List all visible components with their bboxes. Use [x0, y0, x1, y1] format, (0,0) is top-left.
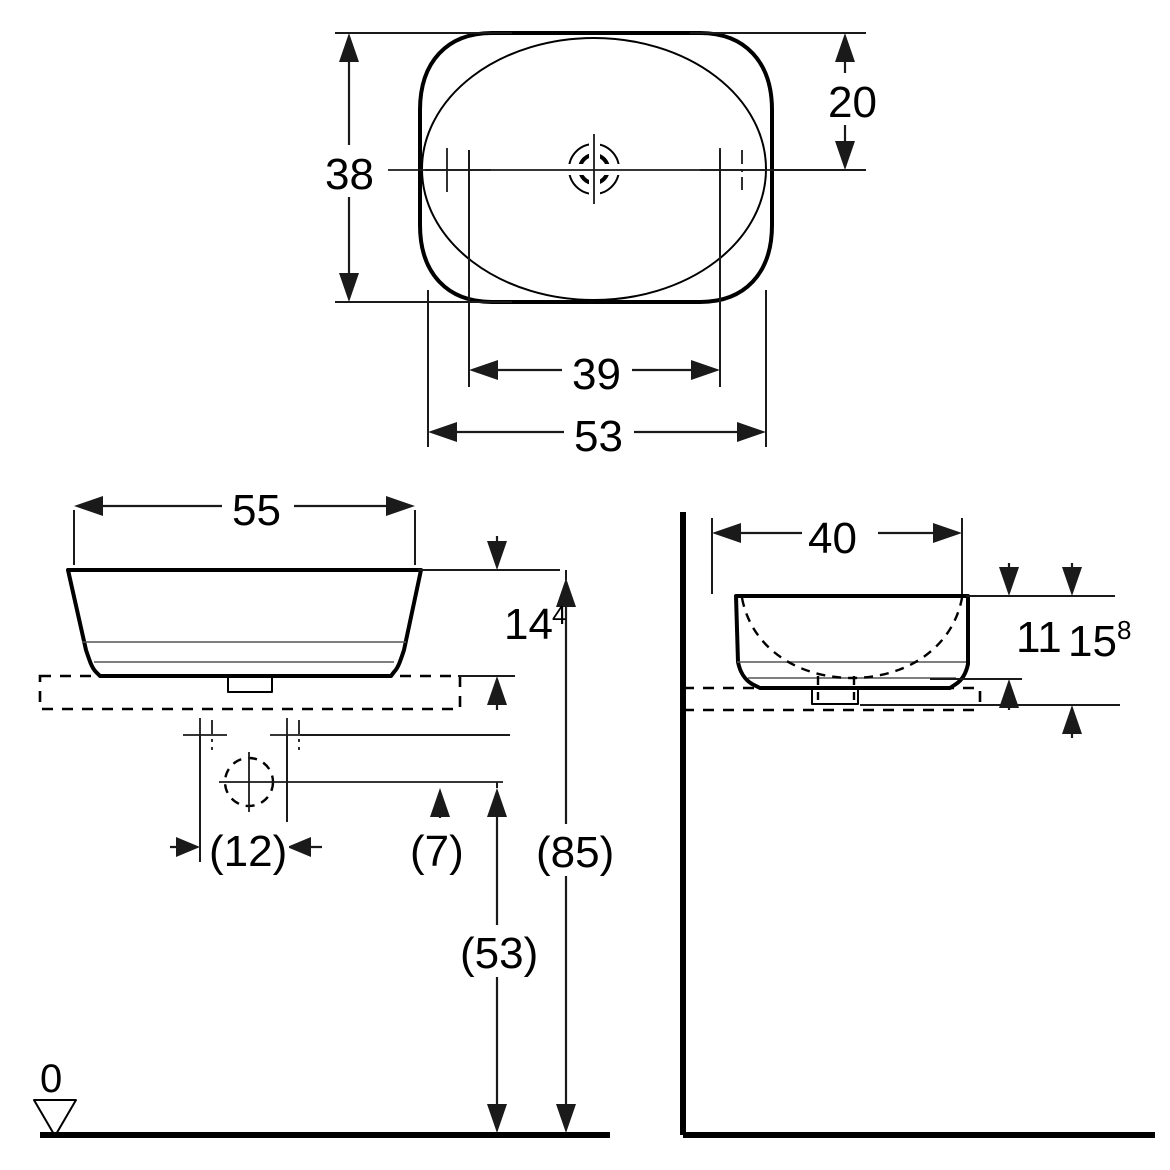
front-tap-hole-crosshair-left	[183, 718, 227, 752]
dim-label-14: 14	[504, 600, 553, 649]
drain-neck-hidden	[816, 676, 856, 700]
dim-label-15-superscript: 8	[1117, 615, 1131, 645]
side-cutout-dashed-upper	[683, 686, 982, 710]
dim-14	[487, 536, 507, 710]
basin-side-drain-boss	[811, 687, 859, 705]
dim-label-7: (7)	[410, 827, 464, 876]
datum-zero-label: 0	[40, 1057, 62, 1101]
top-view-group	[335, 31, 866, 447]
bowl-interior-hidden	[740, 597, 964, 680]
datum-zero-marker	[33, 1099, 77, 1137]
basin-front-outline	[66, 568, 423, 678]
dim-label-53: 53	[574, 412, 623, 461]
dim-label-11: 11	[1016, 613, 1062, 662]
dim-12	[170, 837, 322, 857]
dim-11	[999, 563, 1019, 710]
drain-symbol	[565, 134, 623, 204]
dim-label-55: 55	[232, 486, 281, 535]
dim-label-53-front: (53)	[460, 929, 538, 978]
dim-7	[430, 788, 450, 818]
dim-label-20: 20	[828, 78, 877, 127]
dimension-labels: 38 20 39 53 55 14 4 (12) (7) (53) (85) 4…	[40, 73, 1131, 1101]
dim-label-40: 40	[808, 514, 857, 563]
dim-label-15: 15	[1068, 617, 1117, 666]
basin-front-drain-boss	[227, 675, 273, 693]
dim-label-38: 38	[325, 150, 374, 199]
basin-side-outline	[734, 594, 970, 690]
dim-15	[1062, 563, 1082, 738]
dim-label-12: (12)	[209, 827, 287, 876]
basin-inner-rim	[421, 37, 767, 301]
side-view-group	[680, 512, 1155, 1138]
waste-circle-hidden	[219, 752, 503, 812]
dim-label-85: (85)	[536, 828, 614, 877]
front-view-group	[33, 496, 610, 1138]
dim-label-14-superscript: 4	[552, 600, 566, 630]
countertop-cutout-dashed	[38, 674, 462, 711]
dim-label-39: 39	[572, 350, 621, 399]
basin-outer-outline	[418, 31, 774, 304]
